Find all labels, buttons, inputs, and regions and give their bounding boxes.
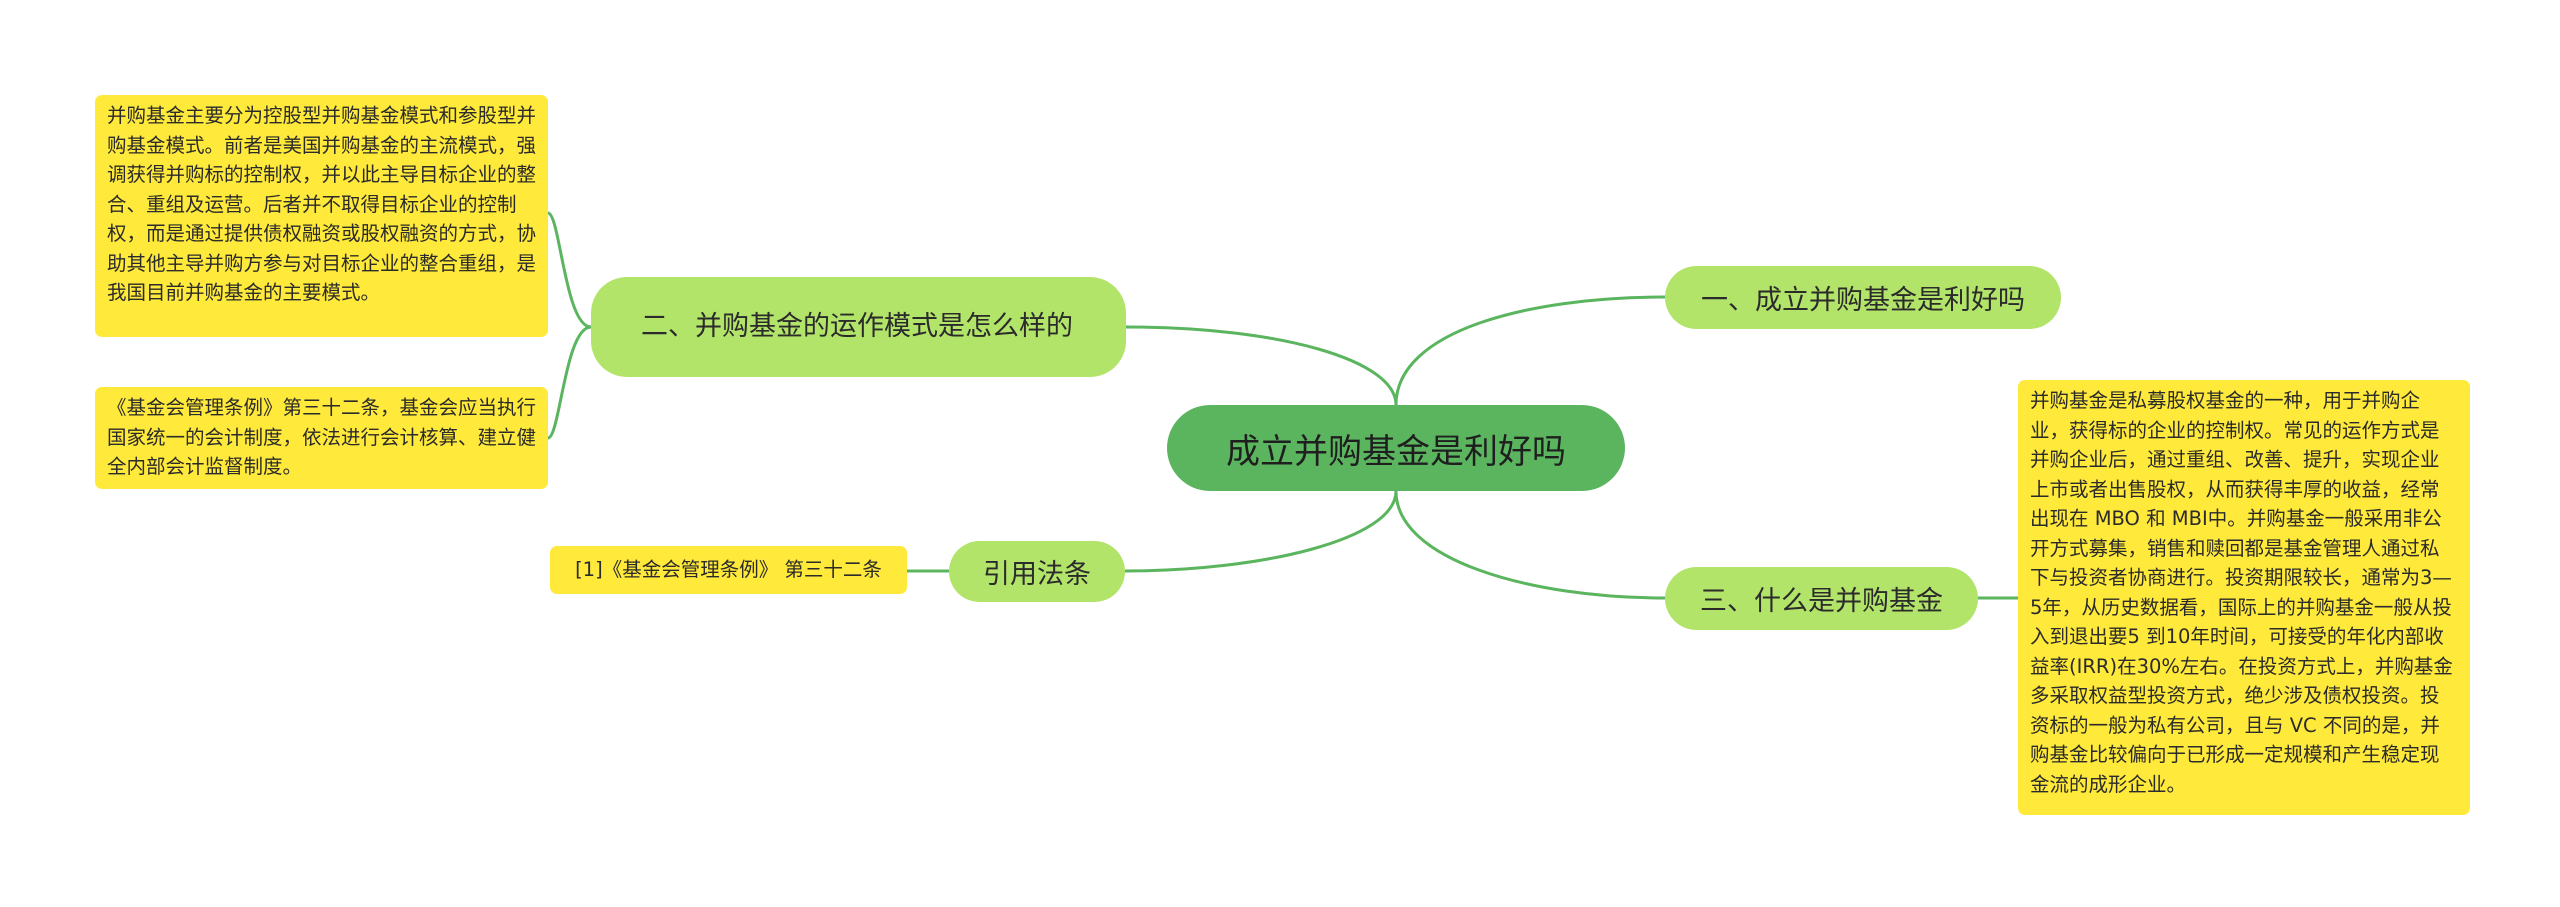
connector-central-b2: [1125, 325, 1398, 406]
leaf-definition[interactable]: 并购基金是私募股权基金的一种，用于并购企业，获得标的企业的控制权。常见的运作方式…: [2018, 380, 2470, 815]
connector-central-b3: [1394, 490, 1666, 600]
leaf-text: 并购基金主要分为控股型并购基金模式和参股型并购基金模式。前者是美国并购基金的主流…: [107, 104, 537, 304]
central-topic-label: 成立并购基金是利好吗: [1226, 431, 1566, 472]
branch-label: 三、什么是并购基金: [1700, 586, 1943, 617]
central-topic[interactable]: 成立并购基金是利好吗: [1167, 405, 1625, 491]
connector-central-b4: [1124, 490, 1398, 573]
leaf-regulation-note[interactable]: 《基金会管理条例》第三十二条，基金会应当执行国家统一的会计制度，依法进行会计核算…: [95, 387, 548, 489]
leaf-citation[interactable]: [1]《基金会管理条例》 第三十二条: [550, 546, 907, 594]
branch-cited-law[interactable]: 引用法条: [949, 541, 1125, 602]
branch-label: 引用法条: [983, 559, 1091, 590]
leaf-operating-mode-detail[interactable]: 并购基金主要分为控股型并购基金模式和参股型并购基金模式。前者是美国并购基金的主流…: [95, 95, 548, 337]
connector-b2-l2: [547, 325, 592, 440]
branch-what-is-buyout-fund[interactable]: 三、什么是并购基金: [1665, 567, 1978, 630]
connector-b2-l1: [547, 211, 592, 329]
leaf-text: 《基金会管理条例》第三十二条，基金会应当执行国家统一的会计制度，依法进行会计核算…: [107, 396, 537, 478]
branch-label: 二、并购基金的运作模式是怎么样的: [641, 311, 1073, 342]
leaf-text: 并购基金是私募股权基金的一种，用于并购企业，获得标的企业的控制权。常见的运作方式…: [2030, 389, 2453, 796]
connector-central-b1: [1394, 295, 1666, 406]
branch-operating-mode[interactable]: 二、并购基金的运作模式是怎么样的: [591, 277, 1126, 377]
branch-is-it-beneficial[interactable]: 一、成立并购基金是利好吗: [1665, 266, 2061, 329]
leaf-text: [1]《基金会管理条例》 第三十二条: [575, 558, 882, 582]
branch-label: 一、成立并购基金是利好吗: [1701, 285, 2025, 316]
